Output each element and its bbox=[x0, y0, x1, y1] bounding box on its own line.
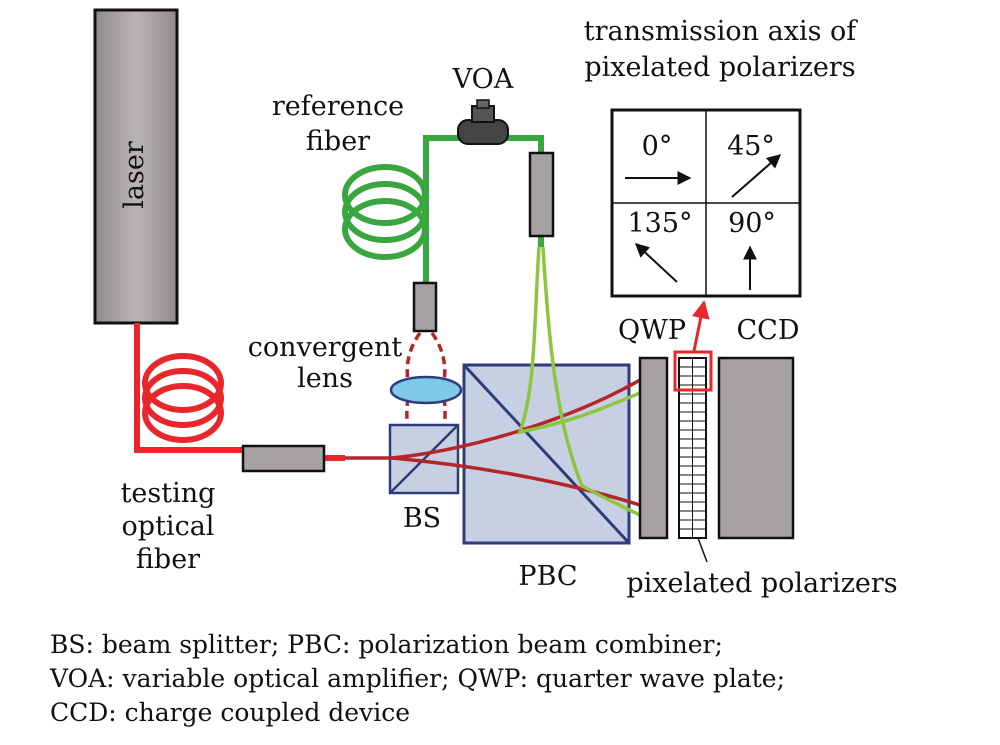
polarizer-angle-90: 90° bbox=[728, 208, 776, 239]
polarization-beam-combiner-cube bbox=[462, 363, 631, 545]
polarizer-angle-0: 0° bbox=[642, 131, 673, 162]
voa-device bbox=[457, 99, 509, 145]
polarizer-axis-grid: 0° 45° 135° 90° bbox=[610, 108, 802, 298]
polarizer-highlight-box bbox=[673, 350, 713, 392]
convergent-lens-label-line1: convergent bbox=[248, 332, 403, 363]
reference-fiber bbox=[342, 135, 544, 283]
laser-label: laser bbox=[119, 141, 150, 209]
ccd-camera bbox=[717, 356, 795, 540]
reference-collimator bbox=[528, 151, 555, 238]
testing-fiber-label-line3: fiber bbox=[136, 544, 200, 575]
optical-setup-diagram: laser testing optical fiber VOA referenc… bbox=[93, 8, 898, 599]
testing-fiber-label-line2: optical bbox=[122, 511, 215, 542]
polarizer-angle-135: 135° bbox=[627, 208, 692, 239]
convergent-lens bbox=[389, 375, 463, 405]
reference-fiber-label-line2: fiber bbox=[306, 126, 370, 157]
up-left-arrow-icon bbox=[634, 243, 678, 283]
reference-fiber-label-line1: reference bbox=[272, 91, 404, 122]
laser-box bbox=[93, 8, 179, 325]
voa-label: VOA bbox=[452, 64, 514, 95]
pixelated-polarizers-leader bbox=[697, 537, 708, 563]
transmission-axis-title-line2: pixelated polarizers bbox=[584, 52, 855, 83]
transmission-axis-title-line1: transmission axis of bbox=[584, 16, 859, 47]
pixelated-polarizers-label: pixelated polarizers bbox=[626, 568, 897, 599]
bs-label: BS bbox=[403, 503, 441, 534]
pbc-label: PBC bbox=[518, 561, 577, 592]
testing-fiber-label-line1: testing bbox=[121, 478, 216, 509]
caption-line-1: BS: beam splitter; PBC: polarization bea… bbox=[50, 630, 723, 659]
ccd-label: CCD bbox=[737, 315, 800, 346]
caption: BS: beam splitter; PBC: polarization bea… bbox=[50, 628, 990, 730]
qwp-label: QWP bbox=[618, 315, 686, 346]
quarter-wave-plate bbox=[638, 356, 669, 540]
caption-line-2: VOA: variable optical amplifier; QWP: qu… bbox=[50, 664, 786, 693]
testing-fiber-collimator bbox=[241, 444, 326, 473]
reference-beams bbox=[517, 246, 641, 517]
up-right-arrow-icon bbox=[731, 154, 782, 198]
testing-fiber bbox=[134, 323, 345, 461]
convergent-lens-label-line2: lens bbox=[297, 363, 353, 394]
caption-line-3: CCD: charge coupled device bbox=[50, 698, 410, 727]
polarizer-angle-45: 45° bbox=[727, 131, 775, 162]
pixelated-polarizer-array bbox=[678, 357, 707, 539]
reference-fiber-collimator bbox=[412, 281, 438, 333]
zoom-arrow bbox=[691, 300, 710, 352]
